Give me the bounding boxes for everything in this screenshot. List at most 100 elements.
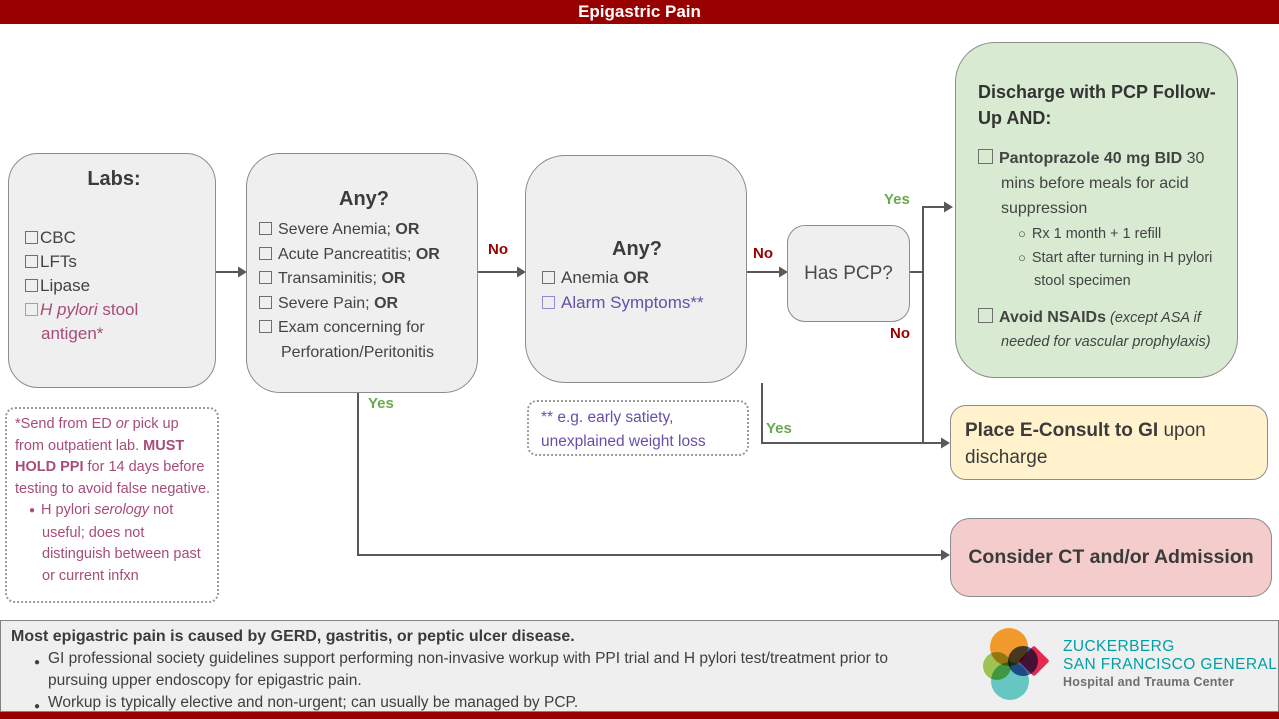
note-text: H pylori [41,502,95,518]
item-or: OR [415,245,440,263]
has-pcp-label: Has PCP? [804,262,893,284]
has-pcp-box: Has PCP? [787,225,910,322]
lab-item-label-italic: H pylori [40,300,98,319]
item-or: OR [381,270,406,287]
checkbox-icon [978,149,993,164]
labs-list: CBC LFTs Lipase H pylori stool antigen* [25,226,203,346]
checkbox-icon [25,255,38,268]
edge-label-no-alarm: No [753,245,773,262]
lab-item-label: CBC [40,228,76,247]
med-instructions: 30 mins before meals for acid suppressio… [1001,150,1205,217]
footer-bullet-text: GI professional society guidelines suppo… [48,650,888,689]
footer-headline: Most epigastric pain is caused by GERD, … [11,628,575,645]
hospital-logo-text: ZUCKERBERG SAN FRANCISCO GENERAL Hospita… [1063,638,1277,691]
hospital-logo: ZUCKERBERG SAN FRANCISCO GENERAL Hospita… [983,627,1277,701]
item-text: Anemia [561,267,624,287]
nsaid-note: (except ASA if needed for vascular proph… [1001,310,1211,350]
ct-admission-label: Consider CT and/or Admission [968,546,1254,568]
edge-label-yes-severity: Yes [368,395,394,412]
checkbox-icon [259,222,272,235]
page-title: Epigastric Pain [578,2,701,21]
lab-item-label: stool antigen* [41,300,139,343]
hospital-logo-icon [983,627,1050,701]
edge-label-no-severity: No [488,241,508,258]
severity-item: Severe Anemia; OR [259,218,469,243]
note-text: pick up from outpatient lab. [15,416,179,454]
checkbox-icon [978,308,993,323]
checkbox-icon [25,303,38,316]
note-text: not useful; does not distinguish between… [42,502,201,584]
severity-item: Exam concerning for Perforation/Peritoni… [259,316,469,365]
bottom-red-strip [0,712,1279,719]
discharge-subitem: Rx 1 month + 1 refill [978,222,1221,246]
alarm-any-box: Any? Anemia OR Alarm Symptoms** [525,155,747,383]
discharge-med-item: Pantoprazole 40 mg BID 30 mins before me… [978,146,1221,221]
logo-line2: SAN FRANCISCO GENERAL [1063,655,1278,673]
severity-item: Acute Pancreatitis; OR [259,243,469,268]
item-or: OR [395,221,420,238]
stool-note-text: *Send from ED or pick up from outpatient… [15,414,211,500]
item-text: Transaminitis; [278,270,382,287]
edge-label-yes-alarm: Yes [766,420,792,437]
note-text-bold: MUST HOLD PPI [15,437,185,476]
alarm-box-title: Any? [612,237,662,260]
note-text: for 14 days before testing to avoid fals… [15,459,211,497]
discharge-nsaid-item: Avoid NSAIDs (except ASA if needed for v… [978,306,1221,354]
logo-line3: Hospital and Trauma Center [1063,674,1235,689]
footer-bar: Most epigastric pain is caused by GERD, … [0,620,1279,718]
alarm-note-text: ** e.g. early satiety, unexplained weigh… [541,409,706,450]
logo-line1: ZUCKERBERG [1063,637,1175,655]
subitem-text: Rx 1 month + 1 refill [1031,226,1162,242]
lab-item-label: Lipase [40,276,91,295]
footer-bullet: GI professional society guidelines suppo… [34,648,918,692]
item-or: OR [623,267,649,287]
discharge-title: Discharge with PCP Follow-Up AND: [978,82,1216,128]
severity-item: Transaminitis; OR [259,267,469,292]
lab-item-cbc: CBC [25,226,203,250]
stool-antigen-note: *Send from ED or pick up from outpatient… [5,407,219,603]
note-text: *Send from ED [15,416,116,432]
item-text: Alarm Symptoms** [561,292,704,312]
note-text-italic: serology [94,502,150,518]
item-text: Severe Pain; [278,294,375,312]
checkbox-icon [259,320,272,333]
checkbox-icon [542,295,555,309]
edge-label-no-haspcp: No [890,325,910,342]
item-text: Severe Anemia; [278,221,396,238]
checkbox-icon [542,270,555,284]
med-name: Pantoprazole 40 mg BID [999,150,1183,167]
note-text-italic: or [115,416,129,432]
lab-item-lipase: Lipase [25,274,203,298]
econsult-bold: Place E-Consult to GI [965,420,1159,441]
alarm-symptoms-note: ** e.g. early satiety, unexplained weigh… [527,400,749,456]
checkbox-icon [259,295,272,309]
title-bar: Epigastric Pain [0,0,1279,24]
severity-box-title: Any? [339,188,389,210]
nsaid-bold: Avoid NSAIDs [999,309,1106,326]
edge-label-yes-haspcp: Yes [884,191,910,208]
lab-item-lfts: LFTs [25,250,203,274]
ct-admission-box: Consider CT and/or Admission [950,518,1272,597]
checkbox-icon [25,279,38,292]
lab-item-hpylori: H pylori stool antigen* [25,298,203,346]
subitem-text: Start after turning in H pylori stool sp… [1031,250,1213,289]
discharge-subitem: Start after turning in H pylori stool sp… [978,246,1221,293]
labs-box-title: Labs: [87,168,141,190]
labs-box: Labs: CBC LFTs Lipase H pylori stool ant… [8,153,216,388]
severity-any-box: Any? Severe Anemia; OR Acute Pancreatiti… [246,153,478,393]
footer-bullet: Workup is typically elective and non-urg… [34,692,918,718]
severity-item: Severe Pain; OR [259,292,469,317]
discharge-box: Discharge with PCP Follow-Up AND: Pantop… [955,42,1238,378]
lab-item-label: LFTs [40,252,77,271]
alarm-item-symptoms: Alarm Symptoms** [542,290,732,315]
footer-bullet-text: Workup is typically elective and non-urg… [48,694,579,711]
discharge-sublist: Rx 1 month + 1 refill Start after turnin… [978,222,1221,293]
item-or: OR [374,294,399,312]
stool-note-bullet: H pylori serology not useful; does not d… [15,500,211,587]
alarm-item-anemia: Anemia OR [542,265,732,290]
econsult-box: Place E-Consult to GI upon discharge [950,405,1268,480]
item-text: Exam concerning for Perforation/Peritoni… [278,319,434,361]
econsult-rest: upon discharge [965,420,1206,468]
checkbox-icon [259,271,272,284]
checkbox-icon [25,231,38,244]
